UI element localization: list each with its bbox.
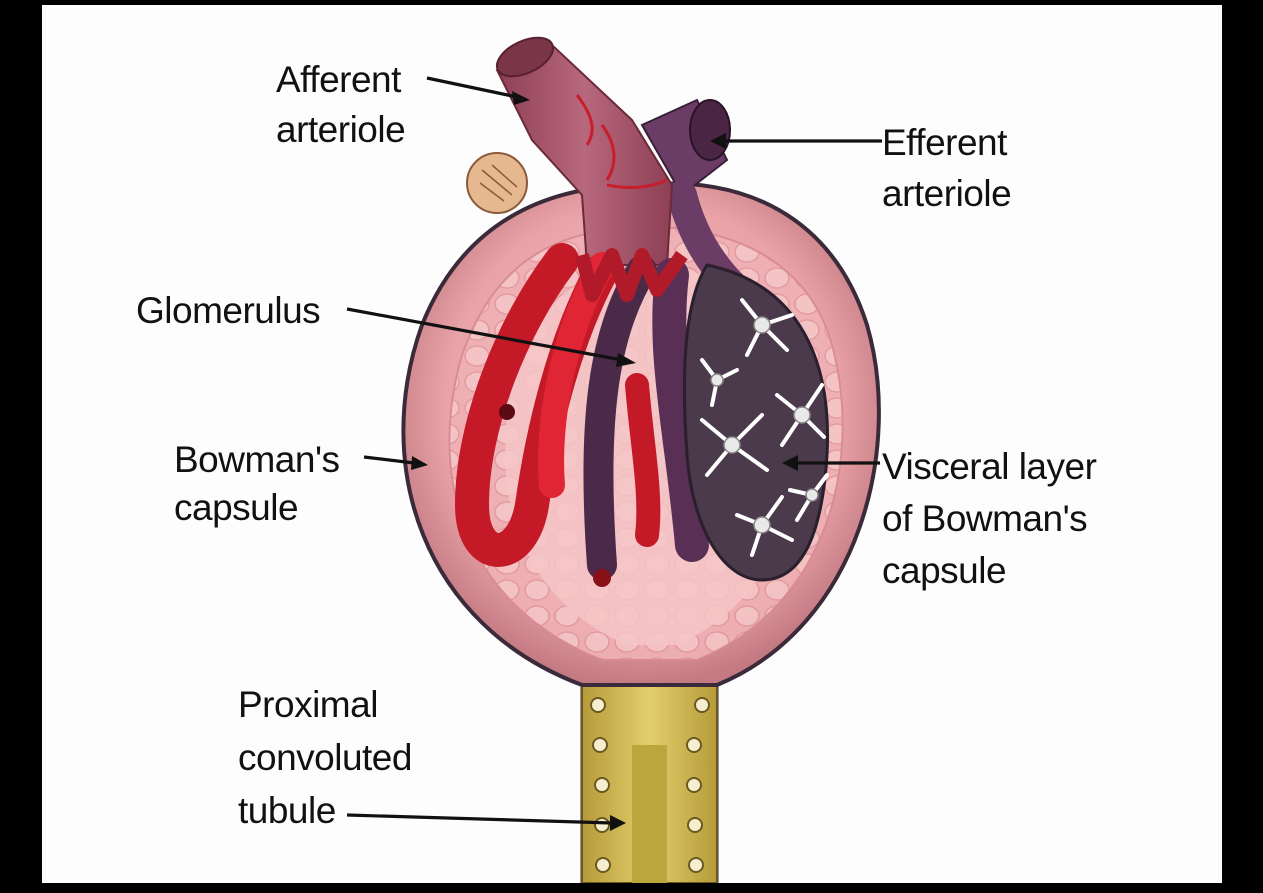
afferent-line-1: Afferent (276, 59, 402, 100)
afferent-pointer (426, 76, 518, 99)
label-pointers (346, 76, 882, 831)
glomerulus-pointer (346, 307, 623, 362)
bowmans-line-2: capsule (174, 487, 298, 528)
label-bowmans-capsule: Bowman's capsule (174, 439, 340, 528)
efferent-line-1: Efferent (882, 122, 1008, 163)
visceral-line-1: Visceral layer (882, 446, 1097, 487)
efferent-line-2: arteriole (882, 173, 1011, 214)
diagram-panel: Afferent arteriole Efferent arteriole Gl… (42, 5, 1222, 883)
proximal-line-2: convoluted (238, 737, 412, 778)
label-efferent-arteriole: Efferent arteriole (882, 122, 1012, 214)
bowmans-pointer (363, 455, 415, 465)
label-visceral-layer: Visceral layer of Bowman's capsule (882, 446, 1097, 591)
proximal-line-1: Proximal (238, 684, 378, 725)
visceral-line-2: of Bowman's (882, 498, 1087, 539)
bowmans-line-1: Bowman's (174, 439, 340, 480)
afferent-line-2: arteriole (276, 109, 405, 150)
nephron-glomerulus-diagram: Afferent arteriole Efferent arteriole Gl… (136, 36, 1097, 883)
glomerulus-line-1: Glomerulus (136, 290, 320, 331)
label-proximal-convoluted-tubule: Proximal convoluted tubule (238, 684, 412, 831)
visceral-layer-podocytes (682, 263, 830, 582)
visceral-line-3: capsule (882, 550, 1006, 591)
label-afferent-arteriole: Afferent arteriole (276, 59, 406, 150)
label-glomerulus: Glomerulus (136, 290, 321, 331)
glomerulus-capillaries (454, 243, 709, 587)
juxtaglomerular-detail (466, 152, 528, 214)
proximal-pointer (346, 813, 613, 825)
proximal-line-3: tubule (238, 790, 336, 831)
